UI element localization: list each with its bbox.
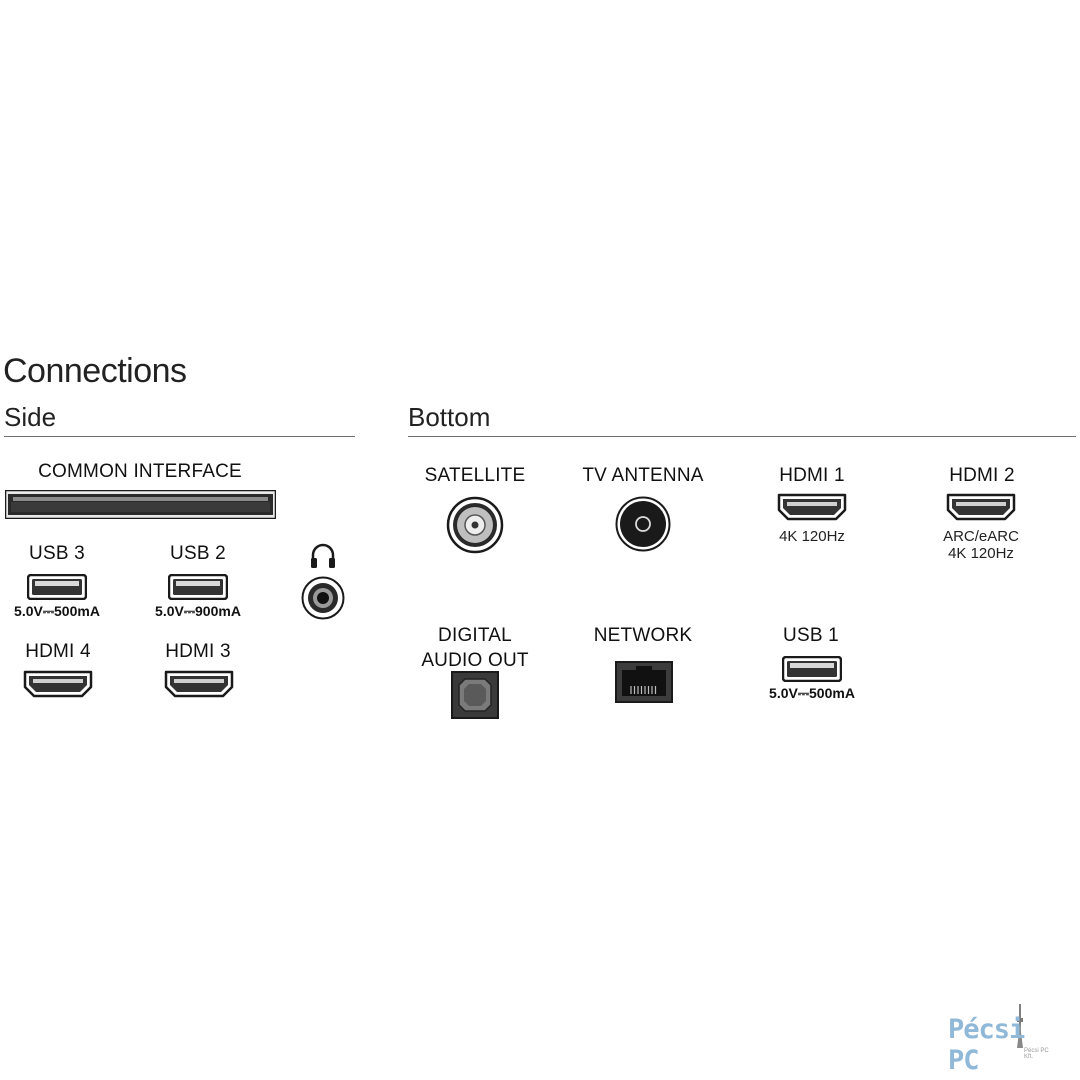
usb1-port-icon [782,656,842,682]
hdmi3-label: HDMI 3 [165,641,231,662]
usb1-label: USB 1 [783,625,839,646]
common-interface-slot-icon [5,490,276,519]
headphone-jack-icon [301,576,345,620]
digital-audio-out-label-line1: DIGITAL [438,625,512,646]
tv-antenna-connector-icon [615,496,671,552]
usb2-label: USB 2 [170,543,226,564]
side-divider [4,436,355,437]
hdmi2-spec-res: 4K 120Hz [948,545,1014,562]
usb1-power: 5.0V⎓500mA [769,685,855,701]
usb3-port-icon [27,574,87,600]
headphones-icon [309,542,337,570]
logo-text: Pécsi PC [948,1014,1025,1076]
tv-tower-icon [1017,1004,1023,1048]
hdmi1-label: HDMI 1 [779,465,845,486]
logo-subtext: Pécsi PC Kft. [1024,1048,1049,1060]
ethernet-port-icon [615,661,673,703]
hdmi2-label: HDMI 2 [949,465,1015,486]
usb3-label: USB 3 [29,543,85,564]
common-interface-label: COMMON INTERFACE [38,461,242,482]
hdmi3-port-icon [164,670,234,698]
satellite-label: SATELLITE [424,465,526,486]
satellite-connector-icon [446,496,504,554]
usb2-port-icon [168,574,228,600]
digital-audio-out-label-line2: AUDIO OUT [421,650,529,671]
hdmi1-port-icon [777,493,847,521]
hdmi1-spec: 4K 120Hz [779,528,845,545]
page-title: Connections [3,352,187,390]
hdmi4-label: HDMI 4 [25,641,91,662]
optical-port-icon [451,671,499,719]
section-heading-side: Side [4,402,57,432]
hdmi2-port-icon [946,493,1016,521]
bottom-divider [408,436,1076,437]
pecsi-pc-logo: Pécsi PC Pécsi PC Kft. [948,1004,1058,1076]
hdmi4-port-icon [23,670,93,698]
usb3-power: 5.0V⎓500mA [14,603,100,619]
section-heading-bottom: Bottom [408,402,491,432]
network-label: NETWORK [593,625,693,646]
hdmi2-spec-arc: ARC/eARC [943,528,1019,545]
tv-antenna-label: TV ANTENNA [582,465,704,486]
usb2-power: 5.0V⎓900mA [155,603,241,619]
